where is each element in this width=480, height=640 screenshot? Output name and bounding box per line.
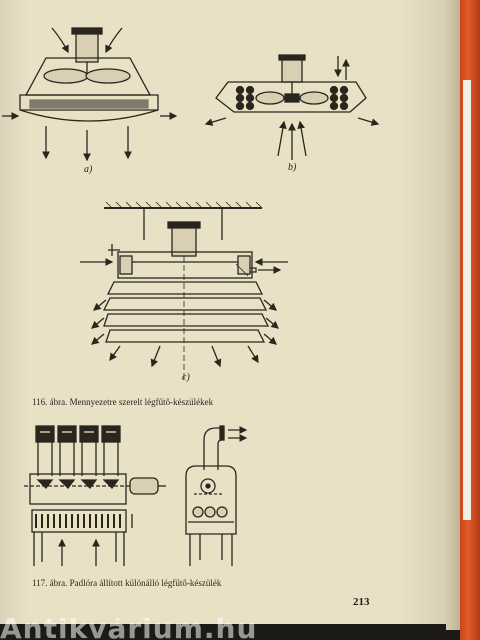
figure-116b-label: b) [288, 162, 297, 173]
figure-117-floor-heater-front [24, 425, 166, 566]
figure-117-floor-heater-side [185, 425, 248, 566]
figure-117-caption: 117. ábra. Padlóra állított különálló lé… [32, 578, 222, 588]
page-number: 213 [353, 596, 370, 608]
figure-116c-label: c) [182, 372, 190, 383]
figure-116b-heater [204, 54, 380, 160]
watermark: Antikvárium.hu [0, 618, 258, 640]
figure-116-caption: 116. ábra. Mennyezetre szerelt légfűtő-k… [32, 397, 214, 407]
figure-116a-heater [2, 27, 178, 162]
figure-116c-heater [80, 201, 288, 380]
page-edges [446, 0, 460, 630]
outlet-nozzles [35, 425, 121, 476]
cover-label-strip [463, 80, 471, 520]
figure-drawings [2, 27, 380, 566]
figure-116a-label: a) [84, 164, 93, 175]
